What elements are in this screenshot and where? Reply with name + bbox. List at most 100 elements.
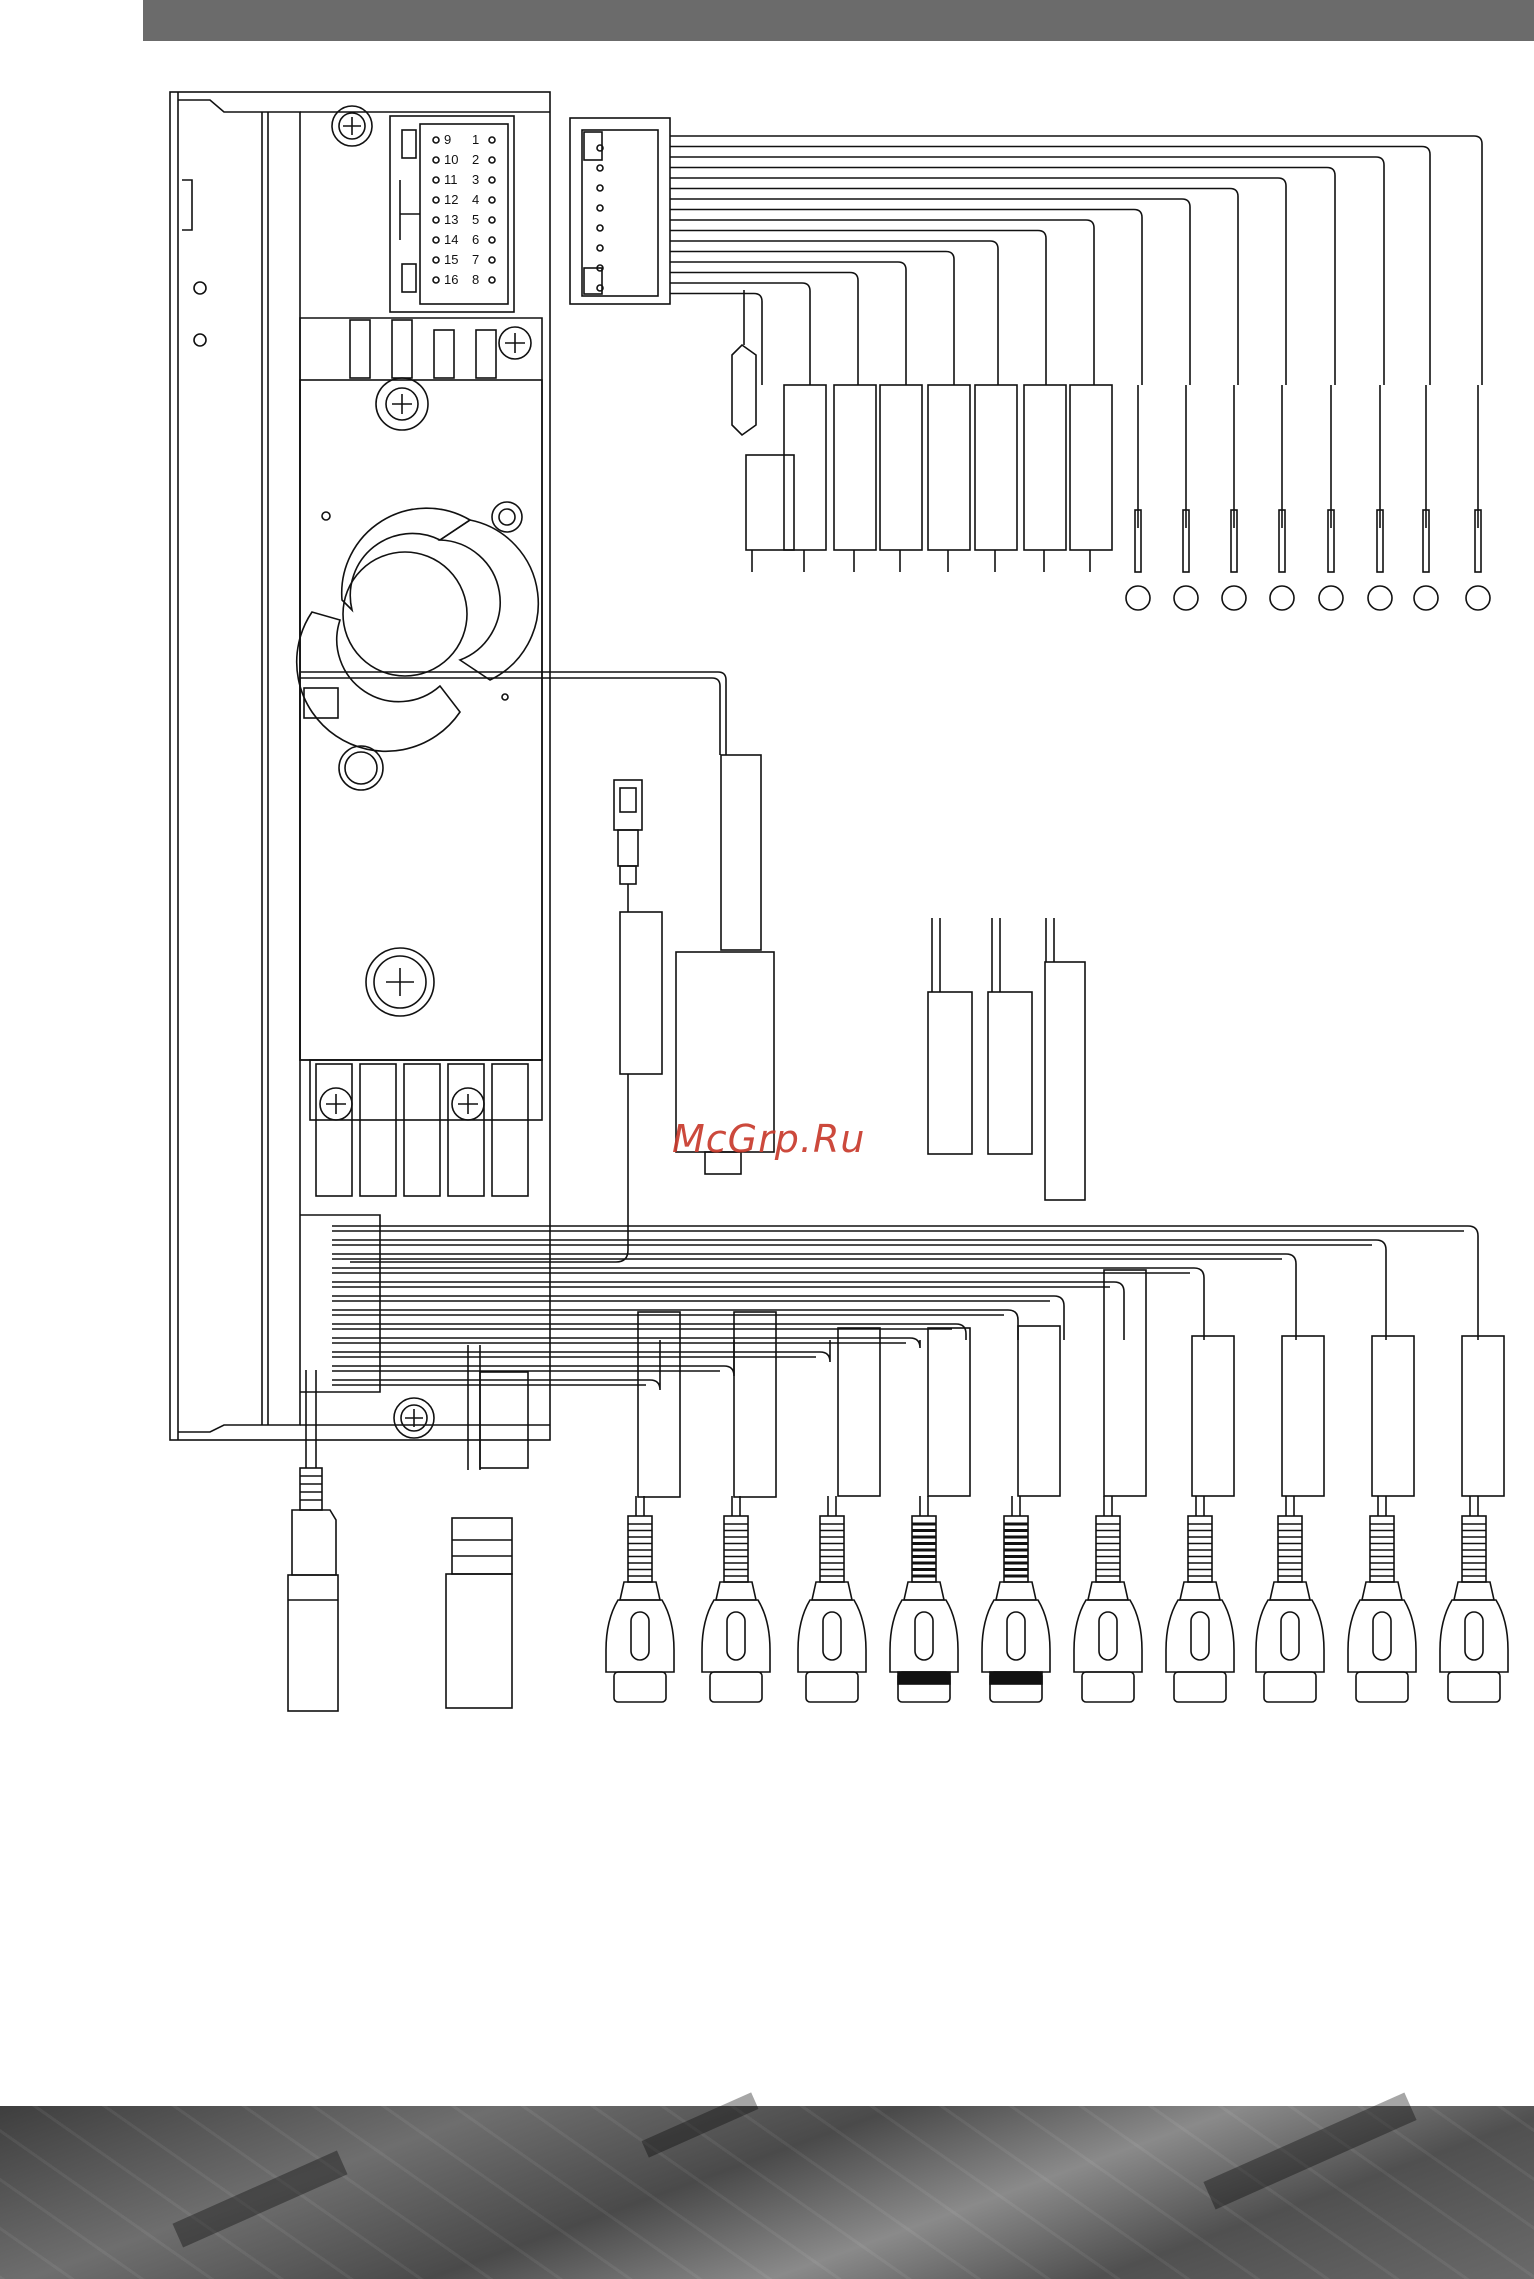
lower-sleeve	[1462, 1336, 1504, 1496]
lower-sleeve	[734, 1312, 776, 1497]
iso-pin-label: 10	[444, 152, 458, 167]
upper-wire	[670, 147, 1430, 386]
lower-sleeve	[638, 1312, 680, 1497]
rca-connector-icon	[606, 1496, 674, 1702]
iso-pin-hole	[433, 197, 439, 203]
iso-pin-hole	[433, 177, 439, 183]
rca-connector-icon	[1074, 1496, 1142, 1702]
aux-pin-hole	[597, 185, 603, 191]
fan-module	[297, 318, 542, 1060]
iso-pin-label: 7	[472, 252, 479, 267]
wire-sleeve	[784, 385, 826, 550]
iso-pins-right: 1 2 3 4 5 6 7 8	[472, 132, 495, 287]
lower-sleeve	[1192, 1336, 1234, 1496]
iso-pin-hole	[489, 137, 495, 143]
iso-pin-hole	[433, 257, 439, 263]
iso-pin-hole	[433, 237, 439, 243]
wire-sleeve	[975, 385, 1017, 550]
lower-wire	[332, 1226, 1478, 1340]
wire-terminal-ring	[1174, 586, 1198, 610]
lower-wire-sleeves	[638, 1270, 1504, 1497]
upper-wire	[670, 262, 906, 385]
upper-wire	[670, 283, 810, 385]
wire-terminal-ring	[1222, 586, 1246, 610]
wire-terminal-ring	[1466, 586, 1490, 610]
lower-sleeve	[1104, 1270, 1146, 1496]
iso-pin-hole	[433, 277, 439, 283]
iso-pin-hole	[489, 217, 495, 223]
bottom-brackets	[310, 1060, 542, 1438]
lower-sleeve	[1372, 1336, 1414, 1496]
upper-wire	[670, 136, 1482, 385]
iso-pin-label: 14	[444, 232, 458, 247]
iso-pin-label: 2	[472, 152, 479, 167]
aux-pin-hole	[597, 205, 603, 211]
footer-stripe	[1203, 2093, 1416, 2210]
wire-sleeve	[1070, 385, 1112, 550]
wire-terminal-ring	[1319, 586, 1343, 610]
rca-connector-icon	[1440, 1496, 1508, 1702]
head-unit-chassis	[170, 92, 550, 1440]
rca-connector-icon	[1256, 1496, 1324, 1702]
upper-wire	[670, 294, 762, 386]
footer-stripe	[172, 2151, 347, 2248]
iso-pin-label: 11	[444, 172, 458, 187]
iso-pin-label: 3	[472, 172, 479, 187]
iso-pin-hole	[433, 217, 439, 223]
lower-wire-harness	[332, 1226, 1478, 1390]
iso-pin-label: 8	[472, 272, 479, 287]
iso-pin-label: 5	[472, 212, 479, 227]
iso-pin-label: 1	[472, 132, 479, 147]
iso-pin-label: 13	[444, 212, 458, 227]
wire-terminal-ring	[1270, 586, 1294, 610]
aux-pin-hole	[597, 225, 603, 231]
wire-terminal-ring	[1126, 586, 1150, 610]
iso-pin-label: 4	[472, 192, 479, 207]
wire-sleeve	[1024, 385, 1066, 550]
lower-sleeve	[928, 1328, 970, 1496]
iso-pin-label: 16	[444, 272, 458, 287]
iso-pin-hole	[433, 137, 439, 143]
aux-connector-pins	[597, 145, 603, 291]
iso-pin-label: 12	[444, 192, 458, 207]
input-sleeves	[928, 918, 1085, 1200]
aux-pin-hole	[597, 165, 603, 171]
iso-pin-hole	[433, 157, 439, 163]
iso-pin-hole	[489, 177, 495, 183]
iso-pin-label: 6	[472, 232, 479, 247]
upper-wire	[670, 273, 858, 386]
wire-sleeve	[880, 385, 922, 550]
rca-connector-icon	[702, 1496, 770, 1702]
lower-sleeve	[1018, 1326, 1060, 1496]
upper-wire	[670, 220, 1094, 385]
wire-sleeve	[928, 385, 970, 550]
upper-wire	[670, 168, 1335, 386]
watermark-text: McGrp.Ru	[672, 1117, 865, 1161]
rca-connector-icon	[890, 1496, 958, 1702]
lower-wire	[332, 1240, 1386, 1340]
iso-pin-hole	[489, 197, 495, 203]
wire-terminal-ring	[1368, 586, 1392, 610]
lower-wire	[332, 1340, 660, 1390]
aux-connector	[570, 118, 670, 304]
rca-connector-icon	[982, 1496, 1050, 1702]
iso-pin-hole	[489, 277, 495, 283]
iso-pin-label: 9	[444, 132, 451, 147]
antenna-lead	[300, 672, 774, 1174]
multi-pin-plug-icon	[446, 1345, 528, 1708]
iso-pin-hole	[489, 157, 495, 163]
iso-pin-hole	[489, 237, 495, 243]
aux-pin-hole	[597, 245, 603, 251]
lower-wire	[332, 1282, 1124, 1340]
decorative-footer-band	[0, 2106, 1534, 2279]
upper-wire	[670, 157, 1384, 385]
upper-wire	[670, 252, 954, 386]
audio-jack-icon	[288, 1370, 338, 1711]
lower-wire	[332, 1254, 1296, 1340]
upper-wire-terminals	[784, 385, 1490, 610]
iso-pin-hole	[489, 257, 495, 263]
rca-connector-icon	[1348, 1496, 1416, 1702]
rca-connector-icon	[798, 1496, 866, 1702]
lower-sleeve	[838, 1328, 880, 1496]
